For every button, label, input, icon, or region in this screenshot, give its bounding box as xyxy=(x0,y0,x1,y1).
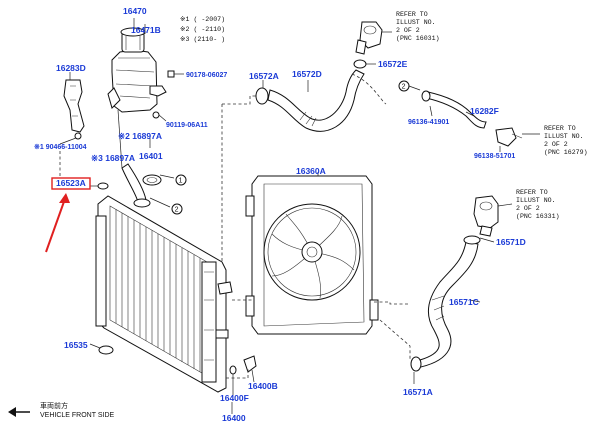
guide-line-6 xyxy=(351,73,387,105)
refer-block-16279: REFER TO ILLUST NO. 2 OF 2 (PNC 16279) xyxy=(544,125,588,156)
refer-16031-line-4: (PNC 16031) xyxy=(396,35,440,42)
highlight-arrow-head xyxy=(59,193,70,203)
label-90178-06027[interactable]: 90178-06027 xyxy=(186,72,227,79)
bypass-hose-16282f xyxy=(421,90,523,147)
refer-16331-line-3: 2 OF 2 xyxy=(516,205,540,212)
refer-16279-line-4: (PNC 16279) xyxy=(544,149,588,156)
label-16572e[interactable]: 16572E xyxy=(378,59,408,69)
guide-line-1 xyxy=(222,95,256,105)
refer-16331-line-1: REFER TO xyxy=(516,189,548,196)
vehicle-front-indicator: 車両前方 VEHICLE FRONT SIDE xyxy=(8,401,114,419)
upper-hose xyxy=(255,69,365,132)
front-arrow-icon xyxy=(8,407,16,417)
refer-16031-line-3: 2 OF 2 xyxy=(396,27,420,34)
lower-hose-16571c xyxy=(410,235,481,372)
reservoir-hose xyxy=(121,163,162,208)
label-96136-41901[interactable]: 96136-41901 xyxy=(408,119,449,126)
note-3: ※3 (2110- ) xyxy=(180,36,225,43)
refer-16279-line-2: ILLUST NO. xyxy=(544,133,584,140)
label-16282f[interactable]: 16282F xyxy=(470,106,499,116)
label-90119-06a11[interactable]: 90119-06A11 xyxy=(166,122,208,129)
label-16571a[interactable]: 16571A xyxy=(403,387,433,397)
label-96138-51701[interactable]: 96138-51701 xyxy=(474,153,515,160)
note-1: ※1 ( -2007) xyxy=(180,16,225,23)
label-16572d[interactable]: 16572D xyxy=(292,69,322,79)
drain-plug-16400f xyxy=(229,365,237,375)
label-16571c[interactable]: 16571C xyxy=(449,297,479,307)
label-90466-11004[interactable]: ※1 90466-11004 xyxy=(34,143,87,151)
plug-16400b xyxy=(243,355,257,373)
radiator xyxy=(95,195,233,393)
cushion-16535 xyxy=(98,345,114,355)
highlight-box xyxy=(51,177,91,190)
label-16572a[interactable]: 16572A xyxy=(249,71,279,81)
callout-2-a xyxy=(171,203,183,215)
refer-16031-line-2: ILLUST NO. xyxy=(396,19,436,26)
bolt-90466 xyxy=(74,132,82,140)
label-16571d[interactable]: 16571D xyxy=(496,237,526,247)
refer-16331-line-4: (PNC 16331) xyxy=(516,213,560,220)
refer-16279-line-3: 2 OF 2 xyxy=(544,141,568,148)
refer-block-16331: REFER TO ILLUST NO. 2 OF 2 (PNC 16331) xyxy=(516,189,560,220)
water-inlet xyxy=(473,195,499,237)
label-16400f[interactable]: 16400F xyxy=(220,393,249,403)
highlight-arrow xyxy=(45,195,67,253)
guide-line-4 xyxy=(379,319,411,360)
label-16400[interactable]: 16400 xyxy=(222,413,246,423)
label-16360a[interactable]: 16360A xyxy=(296,166,326,176)
front-label-jp: 車両前方 xyxy=(40,401,68,410)
bolt-90119 xyxy=(152,111,160,119)
callout-1-a-text: 1 xyxy=(179,178,183,185)
label-16523a[interactable]: 16523A xyxy=(56,178,86,188)
refer-16279-line-1: REFER TO xyxy=(544,125,576,132)
label-16283d[interactable]: 16283D xyxy=(56,63,86,73)
guide-line-7 xyxy=(226,368,249,379)
front-label-en: VEHICLE FRONT SIDE xyxy=(40,412,114,419)
callout-2-b-text: 2 xyxy=(402,84,406,91)
guide-line-5 xyxy=(374,301,408,305)
water-outlet xyxy=(355,21,383,55)
callout-2-a-text: 2 xyxy=(175,207,179,214)
label-16401[interactable]: 16401 xyxy=(139,151,163,161)
fan-shroud xyxy=(245,175,379,335)
note-2: ※2 ( -2110) xyxy=(180,26,225,33)
label-16471b[interactable]: 16471B xyxy=(131,25,161,35)
clamp-16572e xyxy=(353,59,367,69)
bracket-16283d xyxy=(63,79,85,133)
drain-cock-16523a xyxy=(97,182,109,190)
label-16897a-3[interactable]: ※3 16897A xyxy=(91,153,135,163)
refer-16031-line-1: REFER TO xyxy=(396,11,428,18)
label-16470[interactable]: 16470 xyxy=(123,6,147,16)
refer-block-16031: REFER TO ILLUST NO. 2 OF 2 (PNC 16031) xyxy=(396,11,440,42)
refer-16331-line-2: ILLUST NO. xyxy=(516,197,556,204)
reservoir-tank xyxy=(107,27,167,113)
label-16400b[interactable]: 16400B xyxy=(248,381,278,391)
clip-90178 xyxy=(167,70,175,78)
label-16897a-2[interactable]: ※2 16897A xyxy=(118,131,162,141)
label-16535[interactable]: 16535 xyxy=(64,340,88,350)
